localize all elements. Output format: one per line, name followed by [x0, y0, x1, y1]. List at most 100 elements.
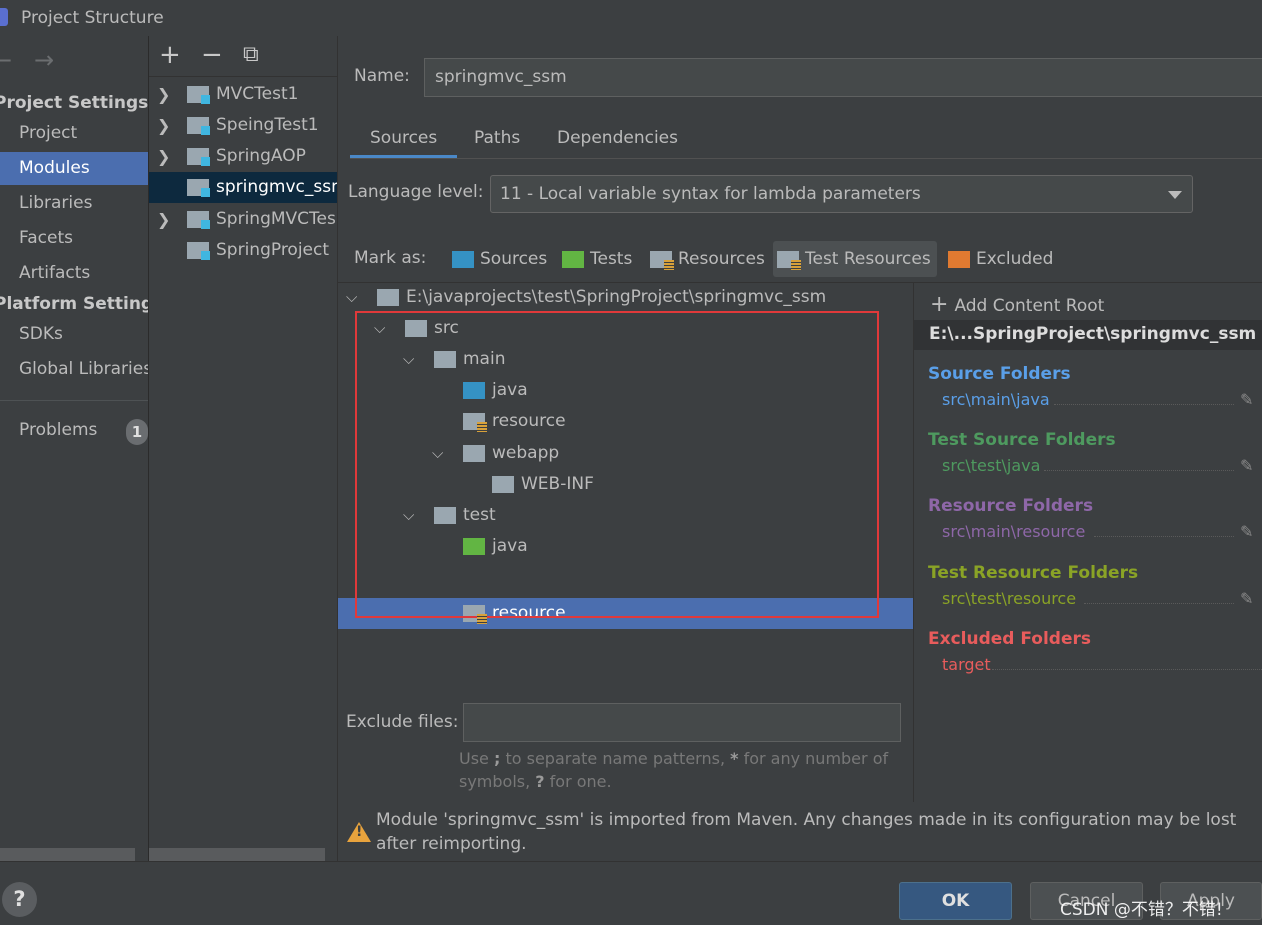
problems-count-badge: 1 [126, 419, 148, 445]
edit-pencil-icon[interactable]: ✎ [1240, 589, 1254, 608]
chevron-down-icon[interactable]: ⌵ [432, 444, 444, 462]
tree-node-label: E:\javaprojects\test\SpringProject\sprin… [406, 287, 827, 307]
tree-node-test-resource[interactable]: resource [338, 598, 913, 629]
edit-pencil-icon[interactable]: ✎ [1240, 522, 1254, 541]
module-item-springproject[interactable]: SpringProject [149, 235, 337, 266]
ok-button[interactable]: OK [899, 882, 1012, 920]
test-resource-folders-title: Test Resource Folders [928, 563, 1139, 583]
chevron-right-icon[interactable]: ❯ [157, 116, 171, 135]
language-level-label: Language level: [348, 182, 484, 202]
resource-folder-path: src\main\resource [942, 522, 1086, 541]
chevron-down-icon[interactable]: ⌵ [346, 288, 358, 306]
mark-resources-button[interactable]: Resources [646, 241, 765, 277]
apply-button[interactable]: Apply [1160, 882, 1262, 920]
dotted-leader [1044, 470, 1234, 471]
cancel-button[interactable]: Cancel [1030, 882, 1143, 920]
content-roots-panel: +Add Content Root E:\...SpringProject\sp… [914, 282, 1262, 802]
folder-icon [492, 476, 514, 493]
resource-folders-title: Resource Folders [928, 496, 1094, 516]
mark-test-resources-button[interactable]: Test Resources [773, 241, 937, 277]
mark-excluded-label: Excluded [976, 249, 1054, 269]
nav-item-modules[interactable]: Modules [0, 152, 148, 185]
chevron-down-icon[interactable]: ⌵ [403, 350, 415, 368]
test-resources-folder-icon [463, 605, 487, 624]
exclude-files-input[interactable] [463, 703, 901, 742]
mark-sources-button[interactable]: Sources [448, 241, 547, 277]
resources-folder-icon [650, 251, 674, 270]
add-content-root-button[interactable]: +Add Content Root [930, 292, 1104, 317]
module-label: SpeingTest1 [216, 115, 319, 135]
tree-node-main-java[interactable]: java [338, 375, 913, 406]
tree-node-test[interactable]: ⌵ test [338, 500, 913, 531]
mark-tests-button[interactable]: Tests [558, 241, 632, 277]
mark-test-resources-label: Test Resources [805, 249, 931, 269]
tree-node-src[interactable]: ⌵ src [338, 313, 913, 344]
tree-node-label: WEB-INF [521, 474, 594, 494]
excluded-folder-icon [948, 251, 970, 268]
nav-item-libraries[interactable]: Libraries [19, 193, 93, 213]
nav-item-global-libraries[interactable]: Global Libraries [19, 359, 153, 379]
copy-icon[interactable]: ⧉ [243, 42, 259, 67]
language-level-select[interactable]: 11 - Local variable syntax for lambda pa… [490, 175, 1193, 213]
nav-scrollbar[interactable] [0, 848, 135, 861]
module-item-springmvctes[interactable]: ❯ SpringMVCTes [149, 204, 337, 235]
tree-node-root[interactable]: ⌵ E:\javaprojects\test\SpringProject\spr… [338, 282, 913, 313]
excluded-folders-title: Excluded Folders [928, 629, 1092, 649]
divider [913, 282, 914, 802]
module-item-springaop[interactable]: ❯ SpringAOP [149, 141, 337, 172]
tree-node-webapp[interactable]: ⌵ webapp [338, 438, 913, 469]
nav-item-sdks[interactable]: SDKs [19, 324, 63, 344]
folder-icon [377, 289, 399, 306]
divider [148, 36, 149, 861]
source-folder-path: src\main\java [942, 390, 1050, 409]
name-label: Name: [354, 66, 410, 86]
chevron-right-icon[interactable]: ❯ [157, 85, 171, 104]
language-level-value: 11 - Local variable syntax for lambda pa… [500, 184, 921, 204]
tree-node-main[interactable]: ⌵ main [338, 344, 913, 375]
source-tree: ⌵ E:\javaprojects\test\SpringProject\spr… [338, 282, 913, 802]
tree-node-test-java[interactable]: java [338, 531, 913, 562]
chevron-right-icon[interactable]: ❯ [157, 210, 171, 229]
module-folder-icon [187, 242, 210, 260]
tree-node-label: resource [492, 411, 566, 431]
folder-icon [405, 320, 427, 337]
tab-dependencies[interactable]: Dependencies [557, 128, 678, 148]
nav-item-facets[interactable]: Facets [19, 228, 73, 248]
help-button[interactable]: ? [2, 882, 37, 917]
module-label: MVCTest1 [216, 84, 299, 104]
chevron-right-icon[interactable]: ❯ [157, 147, 171, 166]
module-item-springmvc-ssm[interactable]: springmvc_ssm [149, 172, 337, 203]
excluded-folder-path: target [942, 655, 991, 674]
nav-item-project[interactable]: Project [19, 123, 78, 143]
chevron-down-icon [1168, 191, 1182, 199]
watermark: CSDN @不错？不错! [1060, 900, 1223, 920]
module-name-input[interactable]: springmvc_ssm [424, 58, 1262, 97]
tab-paths[interactable]: Paths [474, 128, 521, 148]
module-list-scrollbar[interactable] [149, 848, 325, 861]
add-content-root-label: Add Content Root [954, 296, 1105, 316]
edit-pencil-icon[interactable]: ✎ [1240, 456, 1254, 475]
back-arrow-icon[interactable]: ← [0, 46, 13, 74]
chevron-down-icon[interactable]: ⌵ [374, 319, 386, 337]
nav-item-problems[interactable]: Problems [19, 420, 98, 440]
nav-item-artifacts[interactable]: Artifacts [19, 263, 91, 283]
module-item-speingtest1[interactable]: ❯ SpeingTest1 [149, 110, 337, 141]
mark-excluded-button[interactable]: Excluded [944, 241, 1053, 277]
mark-tests-label: Tests [590, 249, 633, 269]
tab-sources[interactable]: Sources [350, 118, 458, 158]
module-item-mvctest1[interactable]: ❯ MVCTest1 [149, 79, 337, 110]
chevron-down-icon[interactable]: ⌵ [403, 506, 415, 524]
module-settings-panel: Name: springmvc_ssm Sources Paths Depend… [338, 36, 1262, 861]
module-label: springmvc_ssm [216, 177, 337, 197]
dotted-leader [1084, 603, 1234, 604]
tree-node-main-resource[interactable]: resource [338, 406, 913, 437]
module-label: SpringAOP [216, 146, 306, 166]
edit-pencil-icon[interactable]: ✎ [1240, 390, 1254, 409]
forward-arrow-icon[interactable]: → [34, 46, 55, 74]
add-icon[interactable]: + [159, 40, 181, 70]
test-resource-folder-path: src\test\resource [942, 589, 1077, 608]
tree-node-web-inf[interactable]: WEB-INF [338, 469, 913, 500]
project-settings-heading: Project Settings [0, 93, 149, 113]
module-folder-icon [187, 117, 210, 135]
remove-icon[interactable]: − [201, 40, 223, 70]
